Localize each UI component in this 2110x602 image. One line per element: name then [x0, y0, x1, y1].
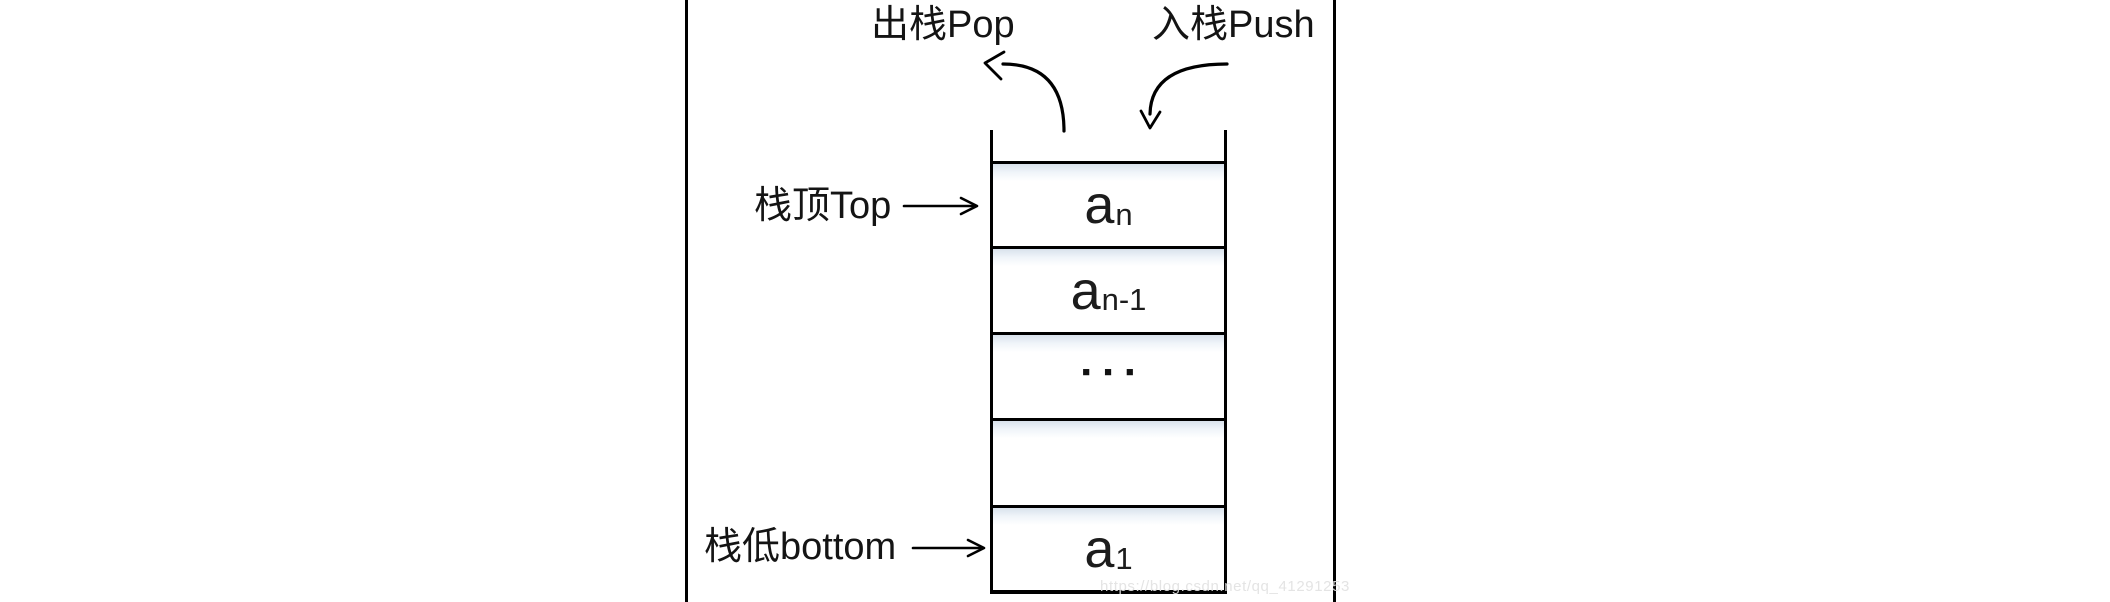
pop-arrow [983, 50, 1066, 133]
ellipsis-dots: ▪▪▪ [1081, 358, 1148, 386]
cell-value: a [1070, 260, 1101, 321]
bottom-pointer-arrow [911, 538, 986, 558]
cell-subscript: 1 [1115, 540, 1133, 576]
cell-value: a [1084, 519, 1115, 579]
cell-value: a [1084, 175, 1115, 235]
watermark-text: https://blog.csdn.net/qq_41291253 [1100, 578, 1350, 595]
stack-bottom-label: 栈低bottom [704, 526, 897, 568]
frame-border-right [1333, 0, 1336, 602]
pop-label: 出栈Pop [871, 4, 1015, 46]
stack-cell-empty [993, 418, 1224, 505]
push-label: 入栈Push [1152, 4, 1315, 46]
cell-subscript: n-1 [1101, 282, 1147, 317]
top-pointer-arrow [902, 196, 979, 216]
cell-subscript: n [1115, 196, 1133, 232]
stack-top-label: 栈顶Top [754, 185, 892, 227]
stack-mouth-opening [993, 130, 1224, 161]
stack-cell-ellipsis: ▪▪▪ [993, 332, 1224, 418]
frame-border-left [685, 0, 688, 602]
push-arrow [1139, 62, 1229, 130]
